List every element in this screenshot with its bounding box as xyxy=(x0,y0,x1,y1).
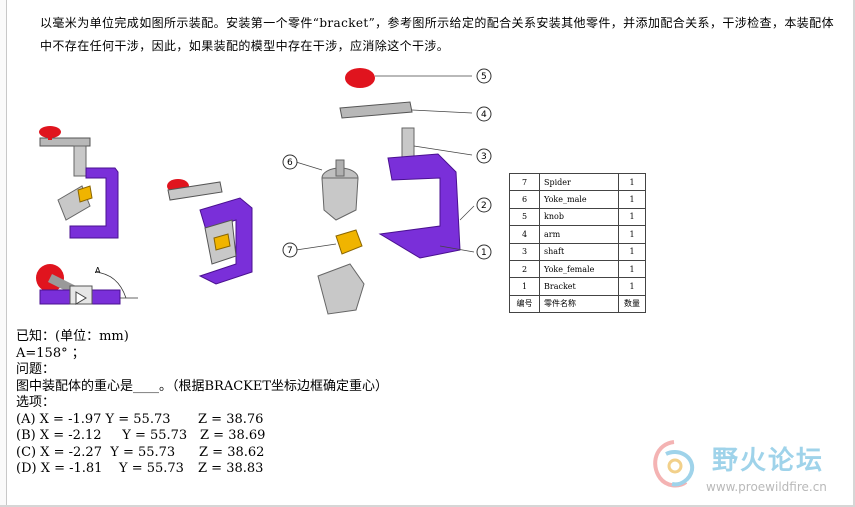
given-line: 已知：(单位：mm) xyxy=(16,329,129,344)
problem-label: 问题： xyxy=(16,362,56,377)
exploded-view-figure xyxy=(295,68,475,315)
svg-text:7: 7 xyxy=(287,246,293,256)
table-header-row: 编号零件名称数量 xyxy=(509,294,646,314)
problem-text: 图中装配体的重心是____。（根据BRACKET坐标边框确定重心） xyxy=(16,378,389,394)
watermark-title: 野火论坛 xyxy=(712,446,825,476)
callout-6: 6 xyxy=(282,154,298,170)
watermark-logo-icon xyxy=(653,440,695,488)
angle-view-figure: A xyxy=(36,264,138,305)
question-block: 已知：(单位：mm) A=158° ； 问题： 图中装配体的重心是____。（根… xyxy=(16,329,388,478)
window-left-border xyxy=(0,0,7,507)
svg-text:4: 4 xyxy=(481,110,487,120)
perspective-view-figure xyxy=(167,179,253,285)
callout-4: 4 xyxy=(476,106,492,122)
options-label: 选项： xyxy=(16,395,56,410)
callout-2: 2 xyxy=(476,197,492,213)
window-right-border xyxy=(853,0,855,507)
svg-text:1: 1 xyxy=(481,248,487,258)
callout-7: 7 xyxy=(282,242,298,258)
angle-label: A xyxy=(95,266,101,275)
angle-line: A=158° ； xyxy=(16,345,85,361)
window-bottom-border xyxy=(0,505,855,507)
callout-1: 1 xyxy=(476,244,492,260)
intro-paragraph: 以毫米为单位完成如图所示装配。安装第一个零件“bracket”，参考图所示给定的… xyxy=(40,16,834,53)
callout-3: 3 xyxy=(476,148,492,164)
svg-text:6: 6 xyxy=(287,158,293,168)
callout-5: 5 xyxy=(476,68,492,84)
assembled-view-figure xyxy=(39,126,119,239)
svg-text:3: 3 xyxy=(481,152,487,162)
svg-text:2: 2 xyxy=(481,201,487,211)
svg-text:5: 5 xyxy=(481,72,487,82)
forum-watermark: 野火论坛 www.proewildfire.cn xyxy=(644,436,844,500)
assembly-figures: A 5 4 3 6 xyxy=(36,68,492,315)
watermark-url: www.proewildfire.cn xyxy=(706,480,827,494)
